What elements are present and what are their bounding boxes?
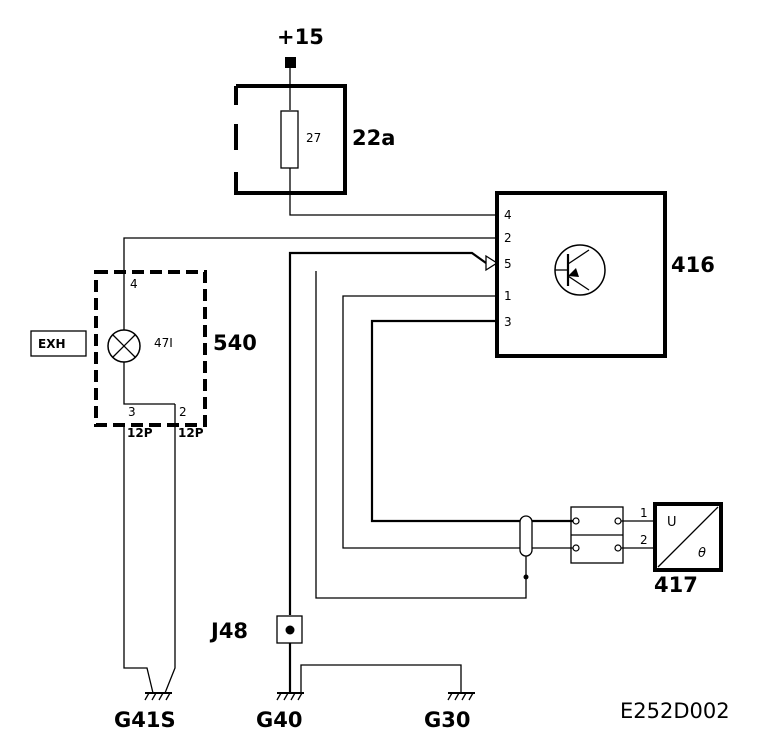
ground-g41s-icon	[144, 692, 172, 701]
connector-417	[570, 506, 624, 564]
540-connector-right: 12P	[178, 426, 204, 440]
shield-sleeve-icon	[519, 515, 533, 557]
junction-label: J48	[209, 619, 248, 643]
417-pin-2: 2	[640, 533, 648, 547]
ground-g30-label: G30	[424, 708, 470, 732]
540-pin-3: 3	[128, 405, 136, 419]
wire-416-pin1-to-417	[342, 295, 573, 549]
junction-j48: J48	[209, 615, 303, 644]
module-540: 4 47I 3 2 12P 12P 540	[94, 270, 257, 440]
ground-g40-label: G40	[256, 708, 302, 732]
supply-terminal	[285, 57, 296, 68]
416-pin-1: 1	[504, 289, 512, 303]
wire-416-pin3-to-417	[370, 319, 573, 523]
540-pin-4: 4	[130, 277, 138, 291]
module-416: 4 2 5 1 3 416	[495, 191, 715, 358]
416-pin-3: 3	[504, 315, 512, 329]
wire-540-pin2-to-g41s	[164, 404, 176, 694]
junction-dot-icon	[285, 625, 295, 635]
416-pin-2: 2	[504, 231, 512, 245]
supply-label: +15	[277, 25, 324, 49]
wire-416-pin2-to-540	[123, 237, 497, 272]
416-pin-4: 4	[504, 208, 512, 222]
540-pin-2: 2	[179, 405, 187, 419]
lamp-number: 47I	[154, 336, 173, 350]
transistor-icon	[554, 244, 606, 296]
wire-fuse-to-416-pin4	[289, 168, 497, 216]
ground-g40-icon	[276, 692, 304, 701]
417-pin-1: 1	[640, 506, 648, 520]
sensor-417-label: 417	[654, 573, 698, 597]
fuse-box-22a: 27 22a	[234, 84, 395, 195]
ground-g30-icon	[447, 692, 475, 701]
lamp-icon	[107, 329, 141, 363]
sensor-symbol-theta: θ	[698, 546, 706, 561]
ground-g41s-label: G41S	[114, 708, 176, 732]
sensor-symbol-u: U	[667, 515, 677, 530]
wire-g40-to-g30	[300, 664, 462, 693]
exh-label: EXH	[38, 337, 66, 351]
module-416-label: 416	[671, 253, 715, 277]
wire-shield	[315, 271, 527, 599]
fuse-number: 27	[306, 131, 321, 145]
sensor-417: U θ 417	[653, 502, 723, 597]
exh-label-box: EXH	[30, 330, 87, 357]
wire-540-pin3-to-g41s	[123, 425, 154, 694]
fuse-icon	[280, 110, 299, 169]
drawing-code: E252D002	[620, 699, 730, 723]
540-connector-left: 12P	[127, 426, 153, 440]
module-540-label: 540	[213, 331, 257, 355]
wire-416-pin5-to-j48	[288, 251, 487, 615]
fuse-box-label: 22a	[352, 126, 395, 150]
wire-540-lamp-bottom	[123, 362, 175, 405]
416-pin-5: 5	[504, 257, 512, 271]
sensor-diagonal-icon	[657, 506, 719, 568]
